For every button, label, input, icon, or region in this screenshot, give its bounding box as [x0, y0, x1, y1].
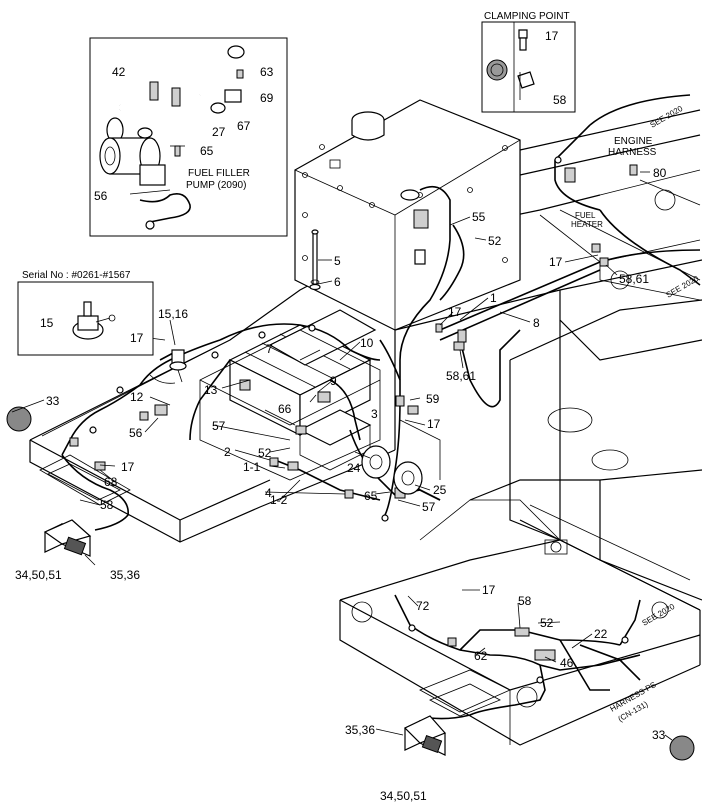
fuel-filler-pump-label-2: PUMP (2090) — [186, 180, 246, 191]
part-label: 13 — [204, 383, 218, 397]
part-label: 65 — [364, 489, 378, 503]
part-label: 17 — [482, 583, 496, 597]
part-label: 27 — [212, 125, 226, 139]
fuel-heater-label-1: FUEL — [575, 211, 596, 220]
fuel-pipe — [309, 229, 321, 291]
see-2020-top: SEE 2020 — [649, 104, 685, 130]
part-label: 57 — [212, 419, 226, 433]
part-label: 17 — [545, 29, 559, 43]
batteries — [228, 309, 377, 471]
lower-frame — [339, 539, 701, 746]
part-label: 17 — [427, 417, 441, 431]
part-label: 15,16 — [158, 307, 188, 321]
part-label: 33 — [652, 728, 666, 742]
part-label: 58,61 — [446, 369, 476, 383]
part-label: 68 — [104, 475, 118, 489]
part-label: 3 — [371, 407, 378, 421]
engine-harness-label-1: ENGINE — [614, 136, 653, 147]
work-lamp-left — [43, 519, 96, 566]
part-label: 58 — [100, 498, 114, 512]
part-label: 80 — [653, 166, 667, 180]
key-switch — [149, 349, 187, 384]
fuel-filler-pump-label-1: FUEL FILLER — [188, 168, 250, 179]
part-label: 58,61 — [619, 272, 649, 286]
clamps-connectors — [69, 156, 638, 684]
part-label: 17 — [549, 255, 563, 269]
part-label: 1-2 — [270, 493, 288, 507]
fuel-heater-label-2: HEATER — [571, 220, 603, 229]
center-frame — [394, 259, 702, 611]
part-label: 1-1 — [243, 460, 261, 474]
fuel-filler-pump-inset — [89, 37, 288, 237]
part-label: 55 — [472, 210, 486, 224]
part-label: 62 — [474, 649, 488, 663]
serial-title: Serial No : #0261-#1567 — [22, 270, 131, 281]
reflector-right — [669, 735, 695, 761]
work-lamp-right — [403, 715, 447, 756]
part-label: 56 — [129, 426, 143, 440]
battery-tray — [199, 329, 381, 481]
see-2020-lower: SEE 2020 — [641, 602, 677, 628]
part-label: 17 — [130, 331, 144, 345]
part-label: 22 — [594, 627, 608, 641]
part-label: 24 — [347, 461, 361, 475]
part-label: 52 — [488, 234, 502, 248]
part-label: 6 — [334, 275, 341, 289]
part-label: 10 — [360, 336, 374, 350]
part-label: 46 — [560, 656, 574, 670]
part-label: 52 — [258, 446, 272, 460]
part-label: 67 — [237, 119, 251, 133]
fuel-tank — [294, 99, 521, 331]
engine-harness-label-2: HARNESS — [608, 147, 657, 158]
part-label: 17 — [448, 305, 462, 319]
part-label: 58 — [518, 594, 532, 608]
part-label: 15 — [40, 316, 54, 330]
horns — [361, 419, 441, 495]
part-label: 1 — [490, 291, 497, 305]
lower-harness-wires — [394, 594, 641, 726]
part-label: 58 — [553, 93, 567, 107]
part-label: 56 — [94, 189, 108, 203]
clamping-point-inset — [481, 21, 576, 113]
part-label: 66 — [278, 402, 292, 416]
part-label: 35,36 — [110, 568, 140, 582]
part-label: 5 — [334, 254, 341, 268]
part-label: 34,50,51 — [380, 789, 427, 803]
part-label: 52 — [540, 616, 554, 630]
part-label: 4 — [265, 486, 272, 500]
left-step — [39, 454, 131, 506]
part-label: 69 — [260, 91, 274, 105]
serial-inset — [17, 281, 154, 356]
clamping-point-title: CLAMPING POINT — [484, 11, 570, 22]
part-label: 12 — [130, 390, 144, 404]
part-label: 35,36 — [345, 723, 375, 737]
see-2020-right: SEE 2020 — [665, 274, 701, 300]
part-label: 17 — [121, 460, 135, 474]
part-label: 42 — [112, 65, 126, 79]
part-label: 59 — [426, 392, 440, 406]
part-label: 63 — [260, 65, 274, 79]
part-label: 8 — [533, 316, 540, 330]
part-label: 57 — [422, 500, 436, 514]
part-number-labels: 17 58 42 63 69 67 27 65 56 80 55 52 5 6 … — [15, 29, 667, 803]
part-label: 72 — [416, 599, 430, 613]
part-label: 34,50,51 — [15, 568, 62, 582]
part-label: 9 — [330, 374, 337, 388]
part-label: 65 — [200, 144, 214, 158]
part-label: 33 — [46, 394, 60, 408]
reflector-left — [6, 406, 32, 432]
part-label: 25 — [433, 483, 447, 497]
part-label: 2 — [224, 445, 231, 459]
part-label: 7 — [266, 342, 273, 356]
